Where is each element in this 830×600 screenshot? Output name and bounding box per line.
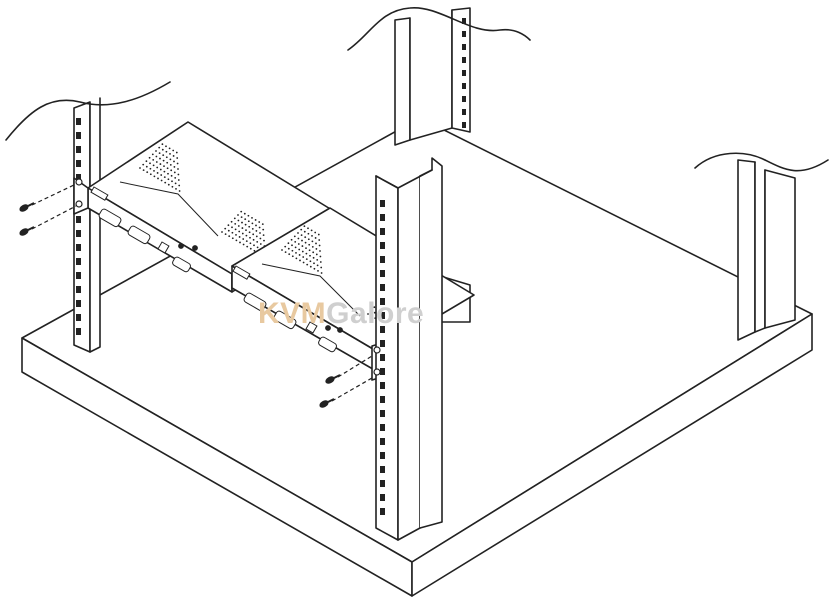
audio-jack (337, 327, 343, 333)
rack-hole (462, 44, 466, 50)
rack-hole (380, 340, 385, 347)
rack-hole (76, 300, 81, 307)
dvi-port (127, 225, 151, 245)
vent-grille (281, 225, 323, 274)
watermark: KVMGalore (258, 297, 424, 330)
rack-holes-front-left-post (76, 118, 81, 335)
rack-hole (380, 508, 385, 515)
rack-hole (462, 96, 466, 102)
rack-hole (380, 214, 385, 221)
rack-hole (380, 480, 385, 487)
rack-hole (380, 326, 385, 333)
rack-hole (380, 242, 385, 249)
kvm-extender-unit-left (73, 121, 333, 293)
rack-hole (76, 314, 81, 321)
rack-hole (380, 312, 385, 319)
watermark-brand-part1: KVM (258, 297, 326, 330)
rack-hole (380, 298, 385, 305)
rack-ear-hole (75, 200, 83, 208)
vent-grille (221, 210, 267, 258)
rack-ear-hole (373, 346, 381, 354)
rack-hole (76, 174, 81, 181)
serial-port (318, 336, 337, 353)
rack-hole (462, 57, 466, 63)
rack-hole (76, 258, 81, 265)
rack-hole (380, 410, 385, 417)
audio-jack (192, 245, 198, 251)
rack-hole (76, 230, 81, 237)
audio-jack (325, 325, 331, 331)
vent-grille (139, 143, 181, 192)
rack-hole (462, 70, 466, 76)
screw-icon (19, 183, 77, 212)
usb-port (305, 321, 318, 334)
screw-icon (19, 205, 77, 236)
rack-hole (380, 200, 385, 207)
rack-hole (380, 256, 385, 263)
rack-hole (76, 160, 81, 167)
rack-hole (380, 424, 385, 431)
rack-hole (380, 382, 385, 389)
rack-hole (462, 122, 466, 128)
rack-hole (76, 132, 81, 139)
rack-ear-hole (75, 178, 83, 186)
rack-hole (462, 31, 466, 37)
serial-port (172, 256, 191, 273)
rack-hole (380, 354, 385, 361)
rack-hole (462, 109, 466, 115)
rack-hole (76, 244, 81, 251)
rack-hole (380, 284, 385, 291)
rack-hole (76, 272, 81, 279)
rack-hole (462, 18, 466, 24)
rack-holes-rear-post (462, 18, 466, 128)
rack-hole (76, 328, 81, 335)
rack-hole (462, 83, 466, 89)
rack-hole (380, 466, 385, 473)
dvi-port (98, 208, 122, 228)
rack-hole (380, 228, 385, 235)
watermark-brand-part2: Galore (326, 297, 424, 330)
rack-hole (76, 118, 81, 125)
rack-hole (76, 216, 81, 223)
rack-hole (380, 452, 385, 459)
screw-icon (319, 377, 373, 408)
rack-hole (380, 438, 385, 445)
dvi-port (273, 310, 297, 330)
dvi-port (243, 292, 267, 312)
rack-hole (76, 146, 81, 153)
rack-hole (380, 368, 385, 375)
usb-port (157, 241, 170, 254)
rack-post-front-left (5, 81, 171, 353)
rack-post-rear-left (347, 7, 531, 146)
rack-hole (76, 286, 81, 293)
rack-post-front-right (375, 157, 443, 541)
rack-hole (380, 494, 385, 501)
rack-hole (380, 270, 385, 277)
rack-post-rear-right (694, 152, 829, 341)
mounting-screws (19, 183, 373, 408)
rack-ear-hole (373, 368, 381, 376)
screw-icon (325, 355, 373, 384)
rack-holes-front-right-post (380, 200, 385, 515)
rack-hole (380, 396, 385, 403)
audio-jack (178, 243, 184, 249)
